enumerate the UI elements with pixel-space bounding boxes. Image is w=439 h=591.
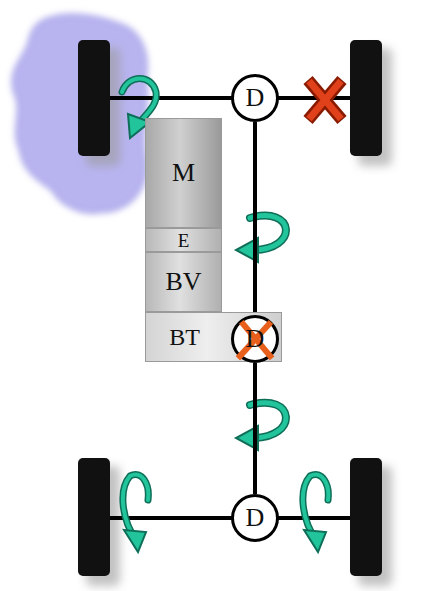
wheel-shadows [86, 48, 392, 586]
differential-circle: D [231, 494, 279, 542]
rear-axle [108, 516, 352, 520]
unit-label: M [172, 160, 195, 186]
shaft-twist-lower [236, 403, 286, 450]
ice-puddle [13, 15, 147, 213]
differential-label: D [246, 326, 265, 352]
rear-rotation-arrows [123, 475, 328, 552]
locked-cross [238, 322, 272, 358]
wheels [78, 40, 382, 576]
blocked-cross-fill [309, 81, 341, 119]
propeller-shaft [253, 363, 257, 494]
shaft-twist-upper [236, 216, 286, 262]
drivetrain-unit-box: E [145, 228, 222, 252]
unit-label: E [178, 231, 190, 250]
unit-label: BT [169, 325, 200, 349]
differential-circle: D [231, 74, 279, 122]
unit-label: BV [165, 269, 201, 295]
propeller-shaft [253, 122, 257, 315]
blocked-cross [308, 80, 342, 120]
differential-circle: D [231, 315, 279, 363]
drivetrain-unit-box: BV [145, 252, 222, 312]
drivetrain-unit-box: M [145, 118, 222, 228]
differential-label: D [246, 505, 265, 531]
differential-label: D [246, 85, 265, 111]
